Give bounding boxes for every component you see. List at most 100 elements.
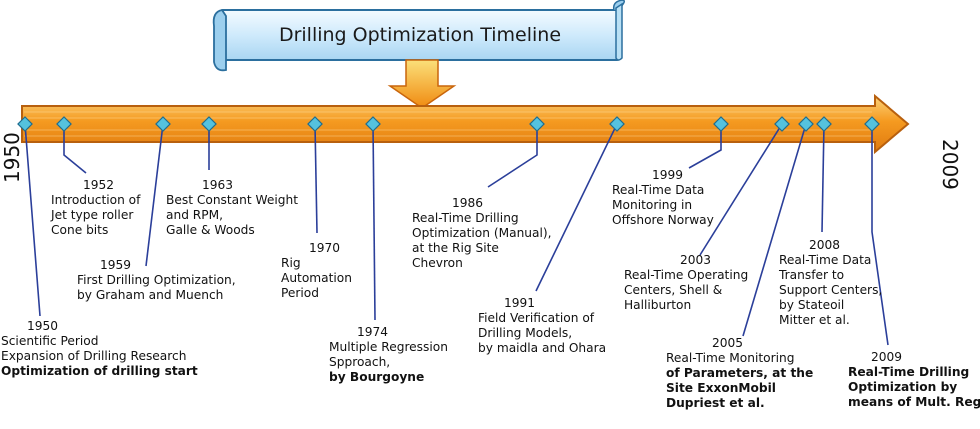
- title-scroll-banner: [212, 0, 625, 72]
- timeline-marker-1999: [713, 116, 729, 132]
- event-text-line: at the Rig Site: [412, 241, 499, 255]
- event-text-line: Real-Time Data: [612, 183, 705, 197]
- timeline-marker-1950: [17, 116, 33, 132]
- event-text-line: Optimization (Manual),: [412, 226, 552, 240]
- event-text-line: Halliburton: [624, 298, 692, 312]
- event-text-line: Site ExxonMobil: [666, 381, 776, 395]
- event-year: 1986: [452, 196, 484, 210]
- event-year: 1974: [357, 325, 389, 339]
- event-year: 2008: [809, 238, 841, 252]
- event-year: 2009: [871, 350, 903, 364]
- event-text-line: Centers, Shell &: [624, 283, 723, 297]
- event-text-line: Optimization by: [848, 380, 958, 394]
- event-text-line: Scientific Period: [1, 334, 99, 348]
- leader-line-2008: [821, 123, 825, 233]
- timeline-marker-1963: [201, 116, 217, 132]
- timeline-arrow: [21, 93, 910, 155]
- event-year: 1959: [100, 258, 132, 272]
- event-text-line: Offshore Norway: [612, 213, 714, 227]
- event-text-line: by Bourgoyne: [329, 370, 425, 384]
- event-year: 1950: [27, 319, 59, 333]
- event-text-line: Multiple Regression: [329, 340, 448, 354]
- event-text-line: of Parameters, at the: [666, 366, 814, 380]
- timeline-marker-1986: [529, 116, 545, 132]
- event-text-line: Monitoring in: [612, 198, 693, 212]
- event-text-line: Real-Time Operating: [624, 268, 749, 282]
- event-text-line: Transfer to: [779, 268, 845, 282]
- timeline-marker-2003: [774, 116, 790, 132]
- leader-line-1986: [487, 124, 538, 188]
- page-title: Drilling Optimization Timeline: [278, 24, 562, 46]
- event-text-line: Optimization of drilling start: [1, 364, 198, 378]
- leader-line-1991: [535, 123, 618, 292]
- event-text-line: by maidla and Ohara: [478, 341, 607, 355]
- event-text-line: Mitter et al.: [779, 313, 850, 327]
- leader-line-1959: [145, 123, 164, 267]
- event-year: 1970: [309, 241, 341, 255]
- event-year: 1952: [83, 178, 115, 192]
- leader-line-1952: [63, 124, 87, 174]
- event-text-line: and RPM,: [166, 208, 224, 222]
- event-year: 1963: [202, 178, 234, 192]
- timeline-marker-2008: [816, 116, 832, 132]
- leader-line-1999: [688, 124, 722, 169]
- event-text-line: by Graham and Muench: [77, 288, 224, 302]
- event-year: 1999: [652, 168, 684, 182]
- start-year-label: 1950: [0, 132, 24, 183]
- event-text-line: Field Verification of: [478, 311, 595, 325]
- event-year: 1991: [504, 296, 536, 310]
- leader-line-1970: [314, 123, 318, 234]
- event-text-line: Chevron: [412, 256, 463, 270]
- leader-line-2003: [699, 123, 783, 256]
- timeline-marker-2005: [798, 116, 814, 132]
- event-text-line: Automation: [281, 271, 352, 285]
- leader-line-2009: [871, 124, 889, 346]
- event-text-line: Real-Time Drilling: [848, 365, 970, 379]
- event-text-line: Real-Time Data: [779, 253, 872, 267]
- leader-line-1974: [372, 123, 376, 321]
- event-text-line: Expansion of Drilling Research: [1, 349, 187, 363]
- event-text-line: Best Constant Weight: [166, 193, 298, 207]
- event-text-line: Real-Time Drilling: [412, 211, 519, 225]
- timeline-marker-1952: [56, 116, 72, 132]
- event-text-line: Period: [281, 286, 320, 300]
- event-text-line: Rig: [281, 256, 301, 270]
- timeline-marker-2009: [864, 116, 880, 132]
- timeline-marker-1970: [307, 116, 323, 132]
- down-arrow-icon: [387, 59, 457, 109]
- event-text-line: First Drilling Optimization,: [77, 273, 236, 287]
- end-year-label: 2009: [938, 139, 962, 190]
- event-year: 2005: [712, 336, 744, 350]
- event-text-line: Dupriest et al.: [666, 396, 765, 410]
- event-text-line: Spproach,: [329, 355, 391, 369]
- timeline-marker-1974: [365, 116, 381, 132]
- event-text-line: Jet type roller: [51, 208, 134, 222]
- arrow-texture: [24, 111, 872, 137]
- timeline-marker-1959: [155, 116, 171, 132]
- event-text-line: by Stateoil: [779, 298, 845, 312]
- event-text-line: Galle & Woods: [166, 223, 255, 237]
- event-text-line: Drilling Models,: [478, 326, 573, 340]
- event-text-line: Support Centers,: [779, 283, 883, 297]
- event-text-line: Introduction of: [51, 193, 141, 207]
- leader-line-2005: [742, 123, 807, 337]
- event-text-line: Real-Time Monitoring: [666, 351, 795, 365]
- event-text-line: means of Mult. Regs.: [848, 395, 980, 409]
- leader-line-1950: [24, 123, 41, 317]
- event-year: 2003: [680, 253, 712, 267]
- timeline-marker-1991: [609, 116, 625, 132]
